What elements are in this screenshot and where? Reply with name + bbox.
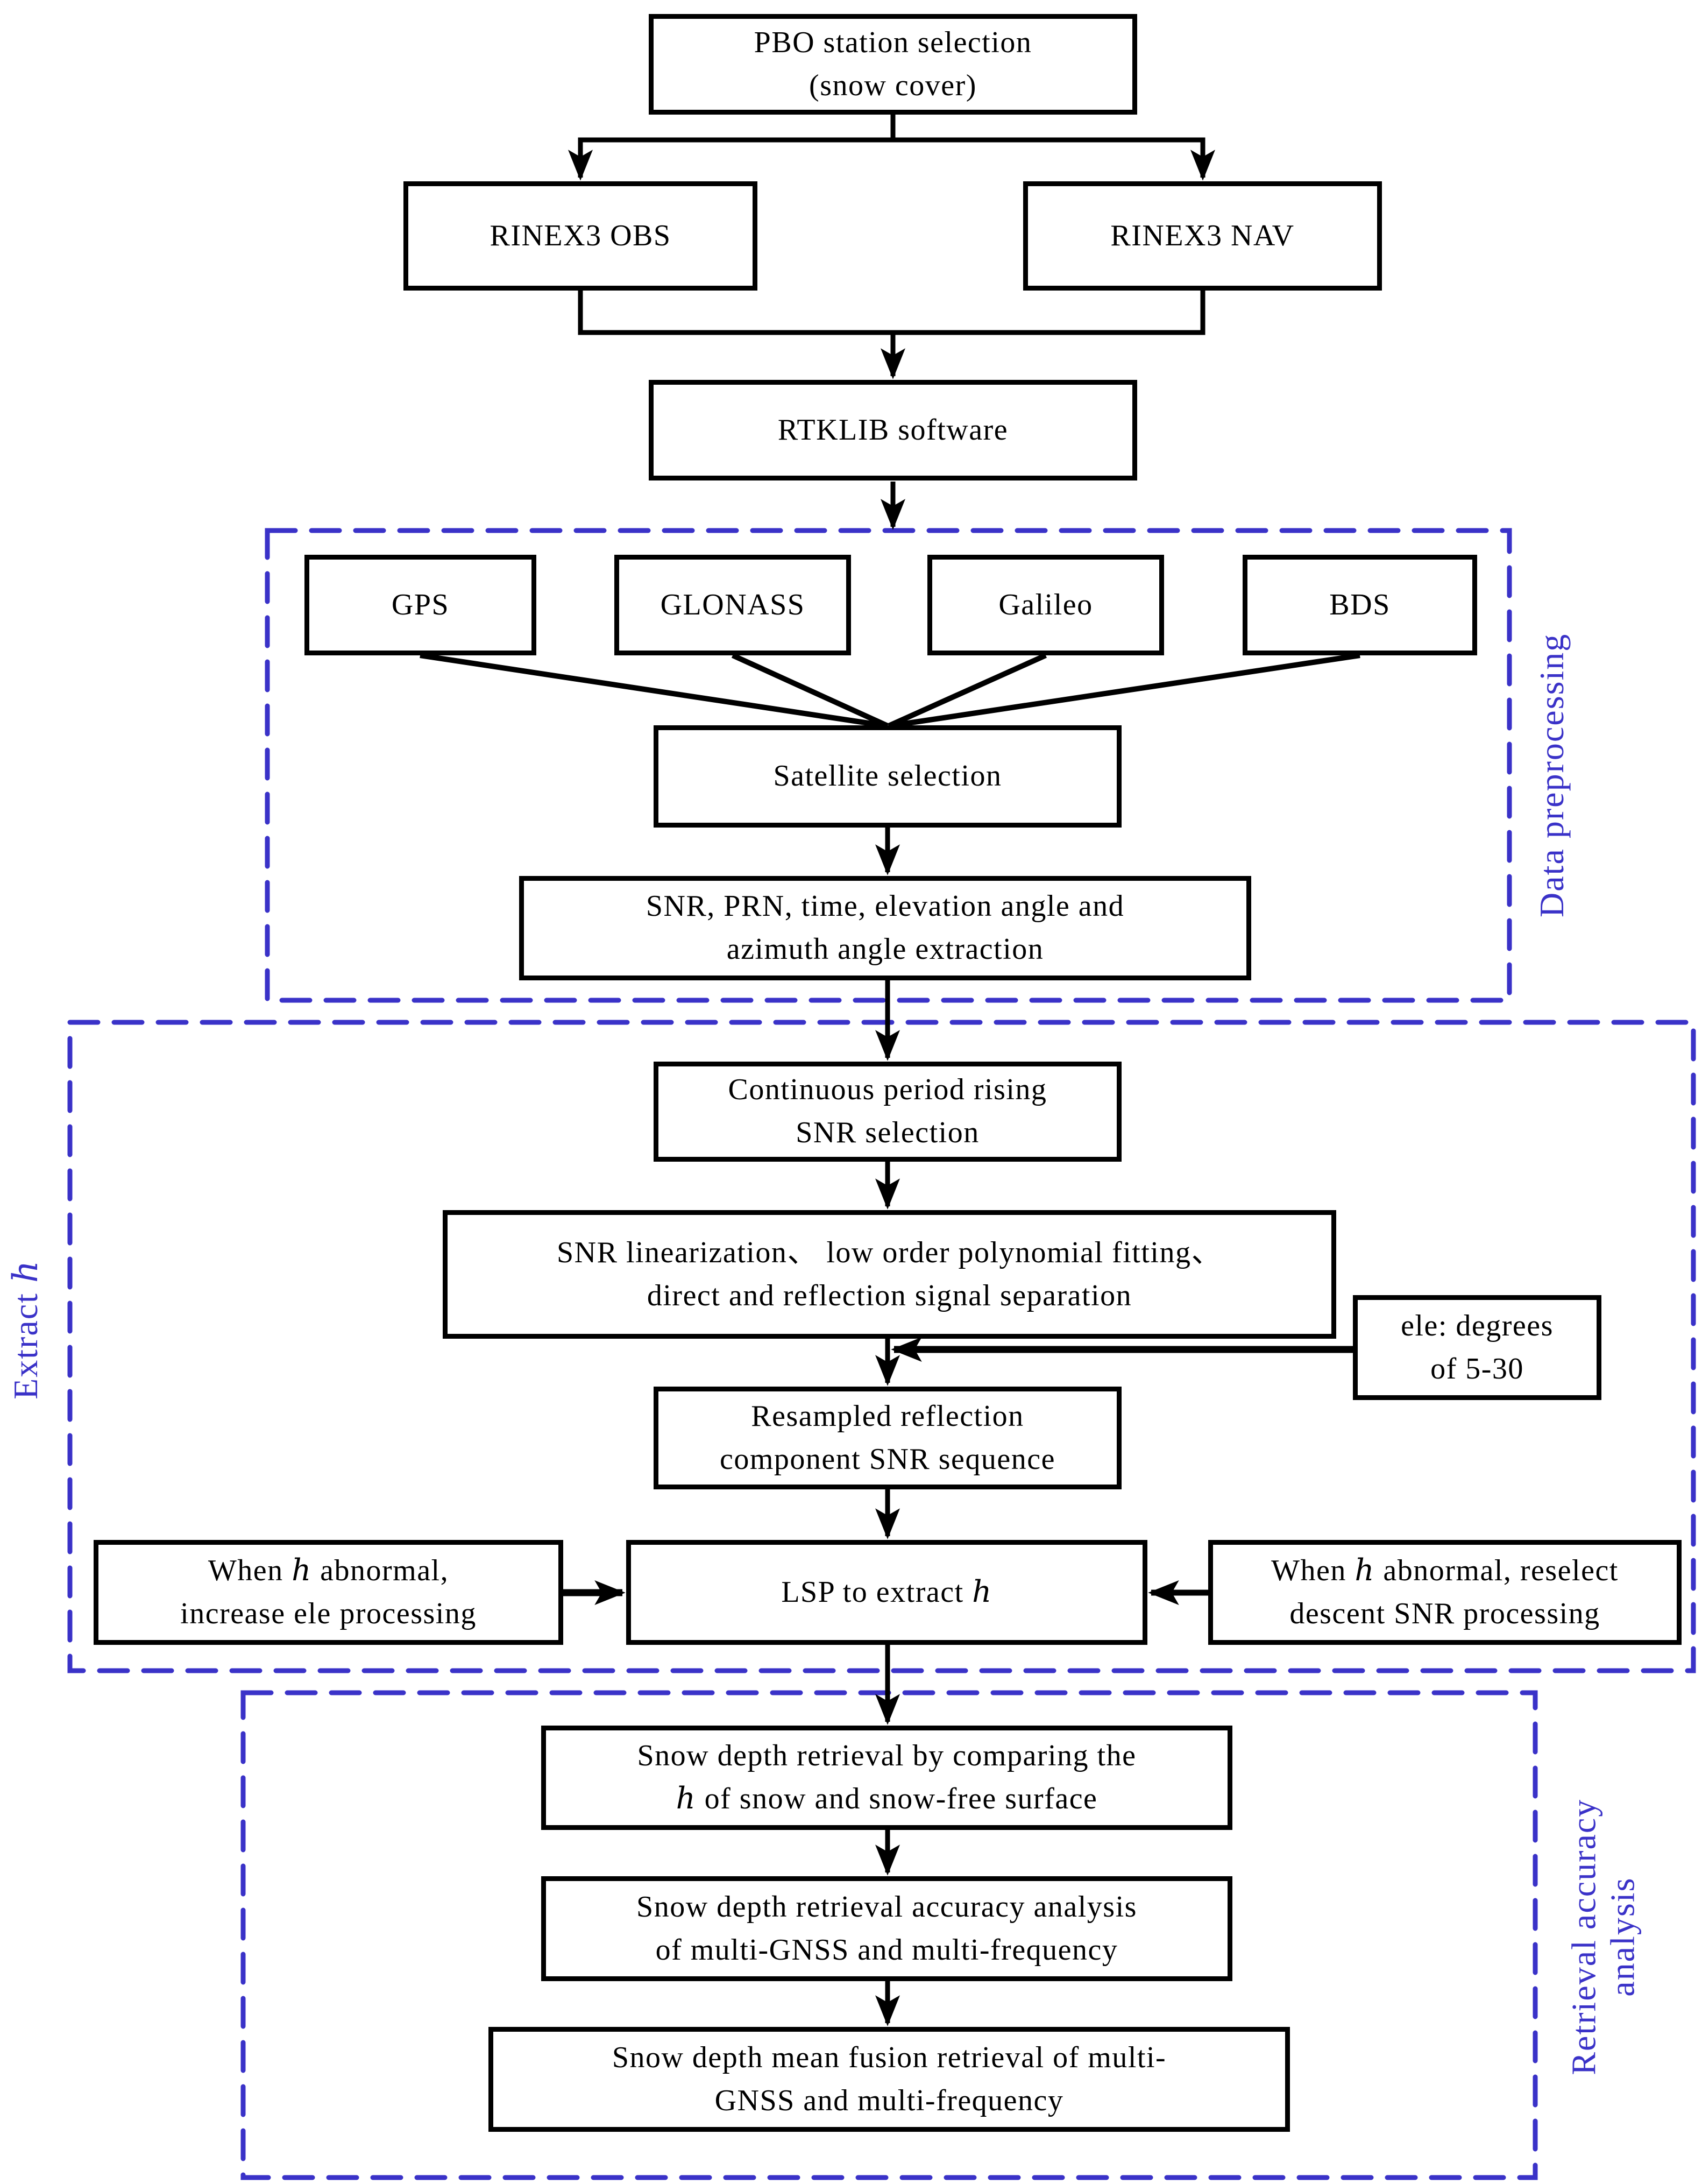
node-galileo: Galileo xyxy=(927,555,1164,655)
extract-h-group-border xyxy=(67,1020,1696,1673)
section-label-data-preprocessing: Data preprocessing xyxy=(1533,633,1571,917)
node-snow-depth-accuracy: Snow depth retrieval accuracy analysis o… xyxy=(541,1876,1232,1981)
section-label-extract-h: Extract ℎ xyxy=(6,1259,45,1400)
node-resampled-reflection: Resampled reflection component SNR seque… xyxy=(654,1387,1122,1489)
node-when-abnormal-increase-ele: When ℎ abnormal, increase ele processing xyxy=(94,1540,563,1645)
node-rinex3-nav: RINEX3 NAV xyxy=(1023,181,1382,291)
node-lsp-extract-h: LSP to extract ℎ xyxy=(626,1540,1147,1645)
node-rinex3-obs: RINEX3 OBS xyxy=(403,181,757,291)
node-when-abnormal-reselect-descent: When ℎ abnormal, reselect descent SNR pr… xyxy=(1208,1540,1682,1645)
section-label-retrieval-accuracy: Retrieval accuracy analysis xyxy=(1564,1798,1641,2075)
node-glonass: GLONASS xyxy=(614,555,851,655)
line-bds-to-selection xyxy=(889,653,1360,729)
node-ele-degrees-note: ele: degrees of 5-30 xyxy=(1353,1295,1601,1400)
data-preprocessing-group-border xyxy=(265,528,1512,1003)
node-snow-depth-compare: Snow depth retrieval by comparing the ℎ … xyxy=(541,1726,1232,1830)
line-gps-to-selection xyxy=(420,653,887,729)
node-bds: BDS xyxy=(1243,555,1477,655)
line-glonass-to-selection xyxy=(731,653,889,729)
node-satellite-selection: Satellite selection xyxy=(654,725,1122,828)
line-galileo-to-selection xyxy=(887,653,1047,729)
node-snow-depth-fusion: Snow depth mean fusion retrieval of mult… xyxy=(488,2027,1290,2132)
node-snr-linearization: SNR linearization、 low order polynomial … xyxy=(443,1210,1336,1339)
node-snr-extraction: SNR, PRN, time, elevation angle and azim… xyxy=(519,876,1251,980)
node-continuous-rising-snr: Continuous period rising SNR selection xyxy=(654,1062,1122,1162)
node-pbo-station-selection: PBO station selection (snow cover) xyxy=(649,14,1137,115)
node-gps: GPS xyxy=(304,555,536,655)
node-rtklib-software: RTKLIB software xyxy=(649,380,1137,480)
